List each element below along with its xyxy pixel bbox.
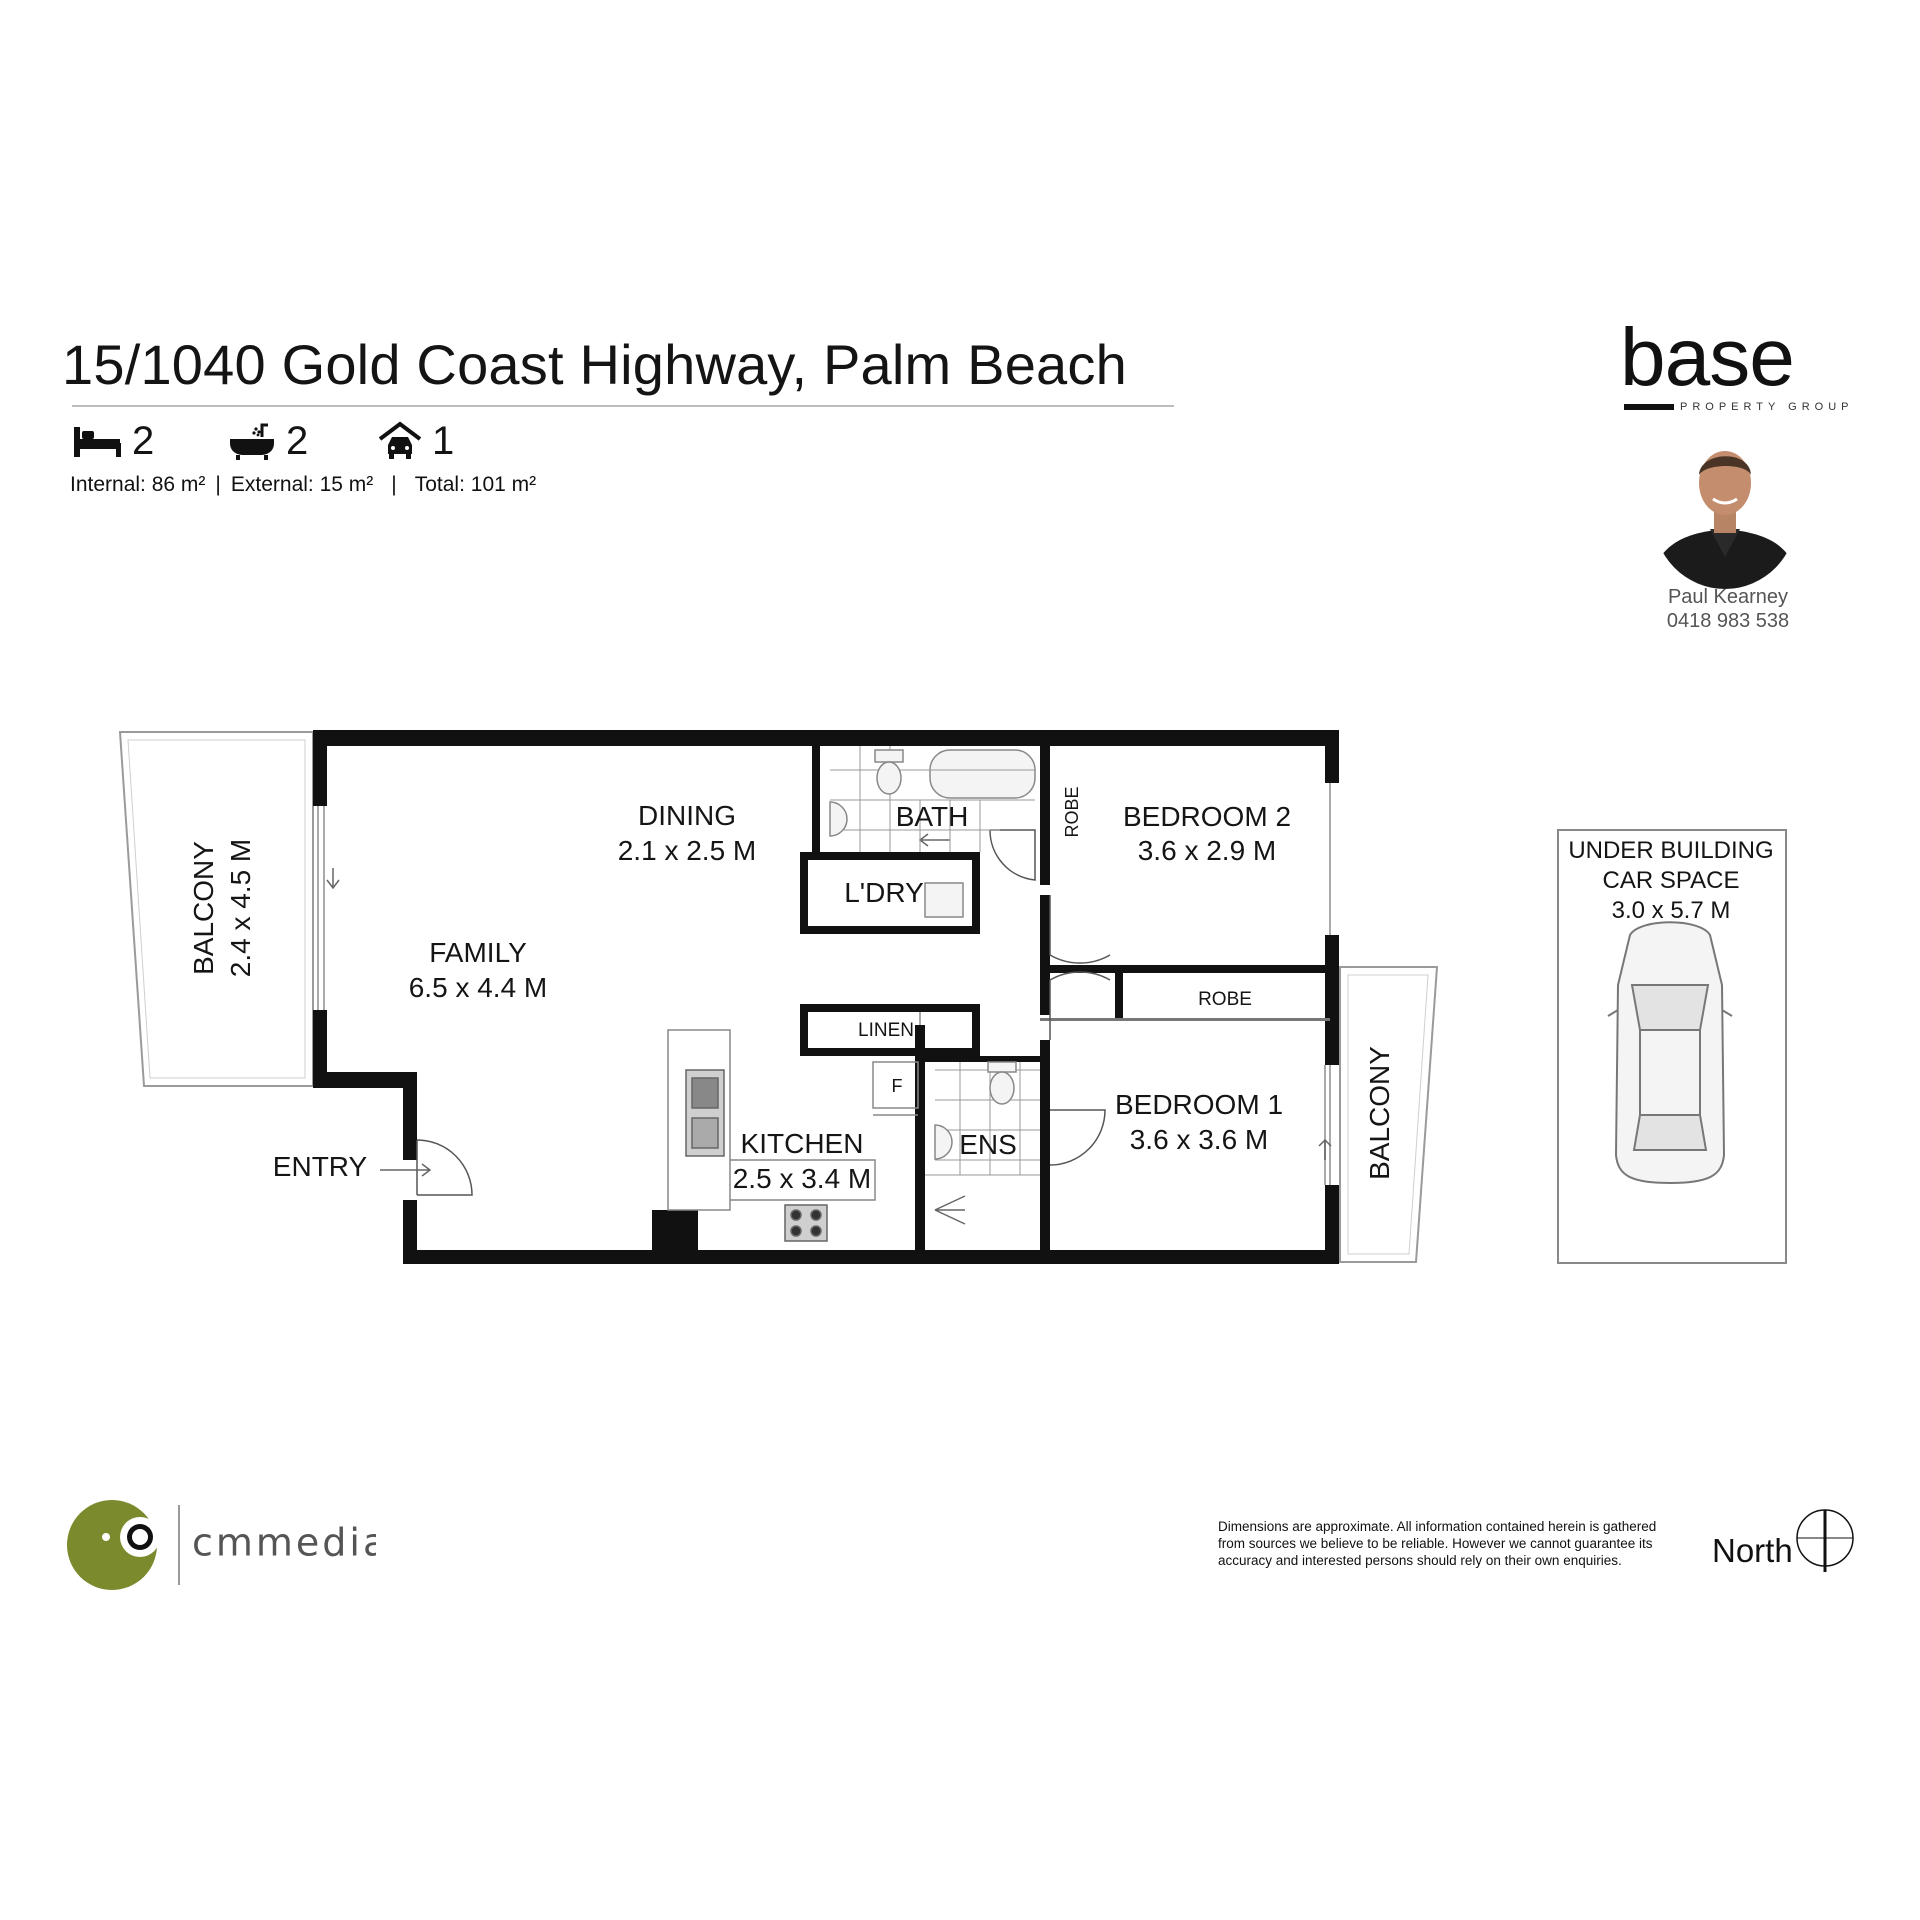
bath-label: BATH	[896, 801, 969, 832]
bathrooms-stat: 2	[228, 416, 308, 466]
laundry-tub	[924, 882, 964, 918]
bedroom1-size: 3.6 x 3.6 M	[1130, 1124, 1269, 1155]
door-swings	[416, 829, 1111, 1196]
fridge-label: F	[892, 1076, 903, 1096]
bedroom1-label: BEDROOM 1	[1115, 1089, 1283, 1120]
cmmedia-logo: cmmedia	[67, 1500, 376, 1590]
balcony-west-size: 2.4 x 4.5 M	[225, 839, 256, 978]
bedrooms-count: 2	[132, 418, 155, 463]
robe-bedroom1-label: ROBE	[1198, 989, 1252, 1010]
logo-underline	[1624, 404, 1674, 410]
family-size: 6.5 x 4.4 M	[409, 972, 548, 1003]
separator: |	[391, 473, 397, 496]
bathrooms-count: 2	[286, 418, 309, 463]
balcony-west-inner	[127, 739, 306, 1079]
bed-icon	[72, 423, 122, 459]
external-area: External: 15 m²	[230, 473, 374, 496]
cmmedia-wordmark: cmmedia	[192, 1521, 376, 1565]
agency-tagline: PROPERTY GROUP	[1680, 401, 1854, 413]
family-label: FAMILY	[429, 937, 527, 968]
robe-bedroom2-label: ROBE	[1062, 786, 1082, 837]
dining-size: 2.1 x 2.5 M	[618, 835, 757, 866]
agency-logo: base PROPERTY GROUP	[1620, 312, 1849, 414]
bathtub	[929, 749, 1036, 799]
balcony-west-label: BALCONY	[188, 841, 219, 975]
property-title: 15/1040 Gold Coast Highway, Palm Beach	[62, 333, 1127, 396]
balcony-east-outline	[1339, 966, 1439, 1263]
disclaimer-line: accuracy and interested persons should r…	[1218, 1553, 1622, 1568]
carspaces-count: 1	[432, 418, 455, 463]
internal-area: Internal: 86 m²	[70, 473, 206, 496]
balcony-east-inner	[1347, 974, 1429, 1255]
separator: |	[215, 473, 221, 496]
linen-label: LINEN	[858, 1020, 914, 1041]
bedroom2-label: BEDROOM 2	[1123, 801, 1291, 832]
north-label: North	[1712, 1532, 1793, 1569]
agent-phone[interactable]: 0418 983 538	[1666, 610, 1790, 632]
balcony-east-label: BALCONY	[1364, 1046, 1395, 1180]
door-arrows	[326, 833, 1332, 1225]
disclaimer-line: from sources we believe to be reliable. …	[1218, 1536, 1653, 1551]
kitchen-bench	[667, 1029, 919, 1211]
kitchen-size: 2.5 x 3.4 M	[733, 1163, 872, 1194]
car-space-outline	[1557, 829, 1787, 1264]
car-space-line2: CAR SPACE	[1603, 867, 1740, 894]
area-summary: Internal: 86 m² | External: 15 m² | Total: 1…	[70, 473, 536, 497]
car-space-line1: UNDER BUILDING	[1568, 837, 1773, 864]
agency-wordmark: base	[1620, 312, 1795, 403]
bath-tiles	[830, 746, 1040, 1176]
walls	[313, 730, 1339, 1264]
north-arrow-icon	[1796, 1509, 1854, 1572]
agent-name: Paul Kearney	[1667, 586, 1789, 608]
cooktop	[784, 1204, 828, 1242]
dining-label: DINING	[638, 800, 736, 831]
title-divider	[72, 405, 1174, 407]
ensuite-label: ENS	[959, 1129, 1017, 1160]
car-space-size: 3.0 x 5.7 M	[1612, 897, 1731, 924]
kitchen-sink	[685, 1069, 725, 1157]
disclaimer-line: Dimensions are approximate. All informat…	[1218, 1519, 1657, 1534]
entry-label: ENTRY	[273, 1151, 368, 1182]
kitchen-label: KITCHEN	[741, 1128, 864, 1159]
toilets	[874, 749, 1017, 1105]
bath-icon	[228, 421, 276, 461]
disclaimer: Dimensions are approximate. All informat…	[1218, 1518, 1698, 1569]
laundry-label: L'DRY	[844, 877, 924, 908]
garage-car-icon	[378, 421, 422, 461]
total-area: Total: 101 m²	[414, 473, 537, 496]
bedroom2-size: 3.6 x 2.9 M	[1138, 835, 1277, 866]
bedrooms-stat: 2	[72, 416, 154, 466]
basins	[829, 801, 953, 1160]
carspaces-stat: 1	[378, 416, 454, 466]
agent-photo	[1653, 441, 1797, 589]
car-icon	[1607, 921, 1733, 1185]
